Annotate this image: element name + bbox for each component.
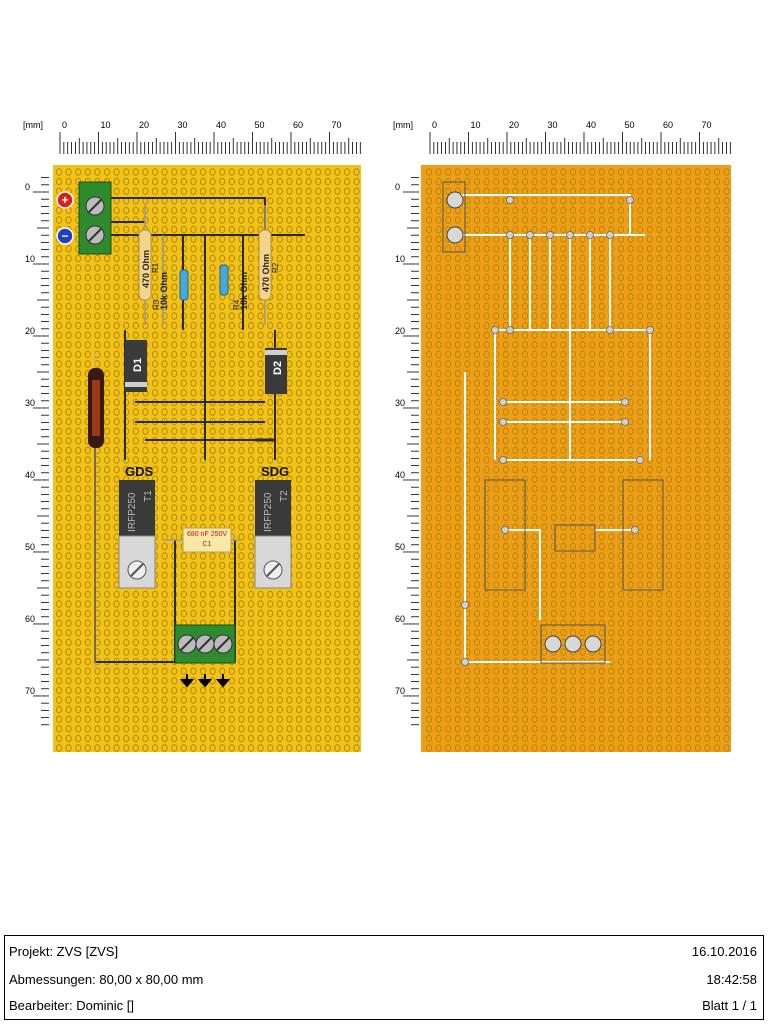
project-label: Projekt: ZVS [ZVS]: [9, 944, 119, 959]
c1-ref: C1: [203, 541, 212, 548]
x-ruler: 0 10 20 30 40 50 60 70: [59, 120, 361, 154]
x-tick-label: 0: [432, 120, 437, 130]
y-tick-label: 20: [25, 326, 35, 336]
x-tick-label: 70: [702, 120, 712, 130]
svg-text:+: +: [61, 193, 68, 207]
output-terminal-block: [174, 624, 236, 664]
board-bottom-view: [mm] 0 10 20 30 40 50 60 70 0 10 20 30 40 50 60 70: [385, 110, 735, 760]
x-tick-label: 20: [139, 120, 149, 130]
board-holes: [55, 168, 360, 752]
x-tick-label: 30: [178, 120, 188, 130]
r1-ref: R1: [151, 262, 160, 273]
capacitor-c1: 680 nF 250V C1: [165, 527, 240, 553]
y-tick-label: 0: [25, 182, 30, 192]
power-pads: [446, 191, 464, 244]
board-top-svg: [mm] 0 10 20 30 40 50 60 70 0 10 20 30 40 50 60 70: [23, 120, 361, 752]
y-tick-label: 60: [25, 614, 35, 624]
y-tick-label: 40: [25, 470, 35, 480]
title-block: Projekt: ZVS [ZVS] Abmessungen: 80,00 x …: [4, 935, 764, 1020]
solder-joints: [461, 196, 654, 666]
y-ruler: 0 10 20 30 40 50 60 70: [25, 177, 49, 726]
time-label: 18:42:58: [706, 972, 757, 987]
x-tick-label: 50: [255, 120, 265, 130]
x-tick-label: 50: [625, 120, 635, 130]
x-tick-label: 30: [548, 120, 558, 130]
output-arrow-icons: [179, 674, 231, 688]
x-tick-label: 70: [332, 120, 342, 130]
c1-value: 680 nF 250V: [187, 531, 227, 538]
t1-ref: T1: [143, 490, 154, 502]
y-tick-label: 10: [25, 254, 35, 264]
r4-ref: R4: [232, 299, 241, 310]
board-bottom-svg: [mm] 0 10 20 30 40 50 60 70 0 10 20 30 40 50 60 70: [393, 120, 731, 752]
stripboard-bottom: [421, 165, 731, 752]
svg-text:−: −: [61, 229, 68, 243]
d1-ref: D1: [132, 358, 144, 372]
x-tick-label: 0: [62, 120, 67, 130]
x-tick-label: 20: [509, 120, 519, 130]
resistor-r3: 10k Ohm R3: [152, 235, 189, 325]
resistor-r4: 10k Ohm R4: [219, 264, 249, 310]
y-tick-label: 30: [25, 398, 35, 408]
t2-ref: T2: [279, 490, 290, 502]
board-top-view: [mm] 0 10 20 30 40 50 60 70 0 10 20 30 40 50 60 70: [15, 110, 365, 760]
r4-value: 10k Ohm: [239, 272, 249, 310]
y-tick-label: 50: [395, 542, 405, 552]
t1-part: IRFP250: [127, 492, 138, 532]
r3-value: 10k Ohm: [159, 272, 169, 310]
y-tick-label: 50: [25, 542, 35, 552]
r1-value: 470 Ohm: [141, 250, 151, 288]
x-tick-label: 40: [586, 120, 596, 130]
d2-ref: D2: [272, 361, 284, 375]
y-tick-label: 0: [395, 182, 400, 192]
diode-d2: D2: [265, 348, 287, 394]
r3-ref: R3: [152, 299, 161, 310]
y-tick-label: 70: [25, 686, 35, 696]
sheet-label: Blatt 1 / 1: [702, 998, 757, 1013]
y-ruler-bottom: 0 10 20 30 40 50 60 70: [395, 177, 419, 726]
dimensions-label: Abmessungen: 80,00 x 80,00 mm: [9, 972, 204, 987]
plus-terminal-icon: +: [56, 191, 74, 209]
editor-label: Bearbeiter: Dominic []: [9, 998, 134, 1013]
power-terminal-block: [78, 181, 112, 255]
r2-ref: R2: [271, 262, 280, 273]
y-tick-label: 60: [395, 614, 405, 624]
x-tick-label: 10: [101, 120, 111, 130]
x-ruler-bottom: 0 10 20 30 40 50 60 70: [429, 120, 731, 154]
board-holes-bottom: [425, 168, 730, 752]
component-outlines: [442, 181, 664, 664]
minus-terminal-icon: −: [56, 227, 74, 245]
y-tick-label: 70: [395, 686, 405, 696]
y-tick-label: 30: [395, 398, 405, 408]
x-tick-label: 60: [663, 120, 673, 130]
x-tick-label: 10: [471, 120, 481, 130]
output-pads: [544, 635, 602, 653]
t1-pins: GDS: [125, 464, 154, 479]
ruler-unit-label: [mm]: [23, 120, 43, 130]
diode-d1: D1: [125, 340, 147, 392]
t2-pins: SDG: [261, 464, 289, 479]
y-tick-label: 40: [395, 470, 405, 480]
date-label: 16.10.2016: [691, 944, 757, 959]
x-tick-label: 60: [293, 120, 303, 130]
ruler-unit-label-bottom: [mm]: [393, 120, 413, 130]
y-tick-label: 20: [395, 326, 405, 336]
resistor-r2: 470 Ohm R2: [258, 205, 280, 325]
transistor-t2: SDG IRFP250 T2: [254, 464, 292, 589]
inductor: [88, 350, 104, 670]
transistor-t1: GDS IRFP250 T1: [118, 464, 156, 589]
y-tick-label: 10: [395, 254, 405, 264]
t2-part: IRFP250: [263, 492, 274, 532]
r2-value: 470 Ohm: [261, 254, 271, 292]
x-tick-label: 40: [216, 120, 226, 130]
resistor-r1: 470 Ohm R1: [138, 205, 160, 325]
